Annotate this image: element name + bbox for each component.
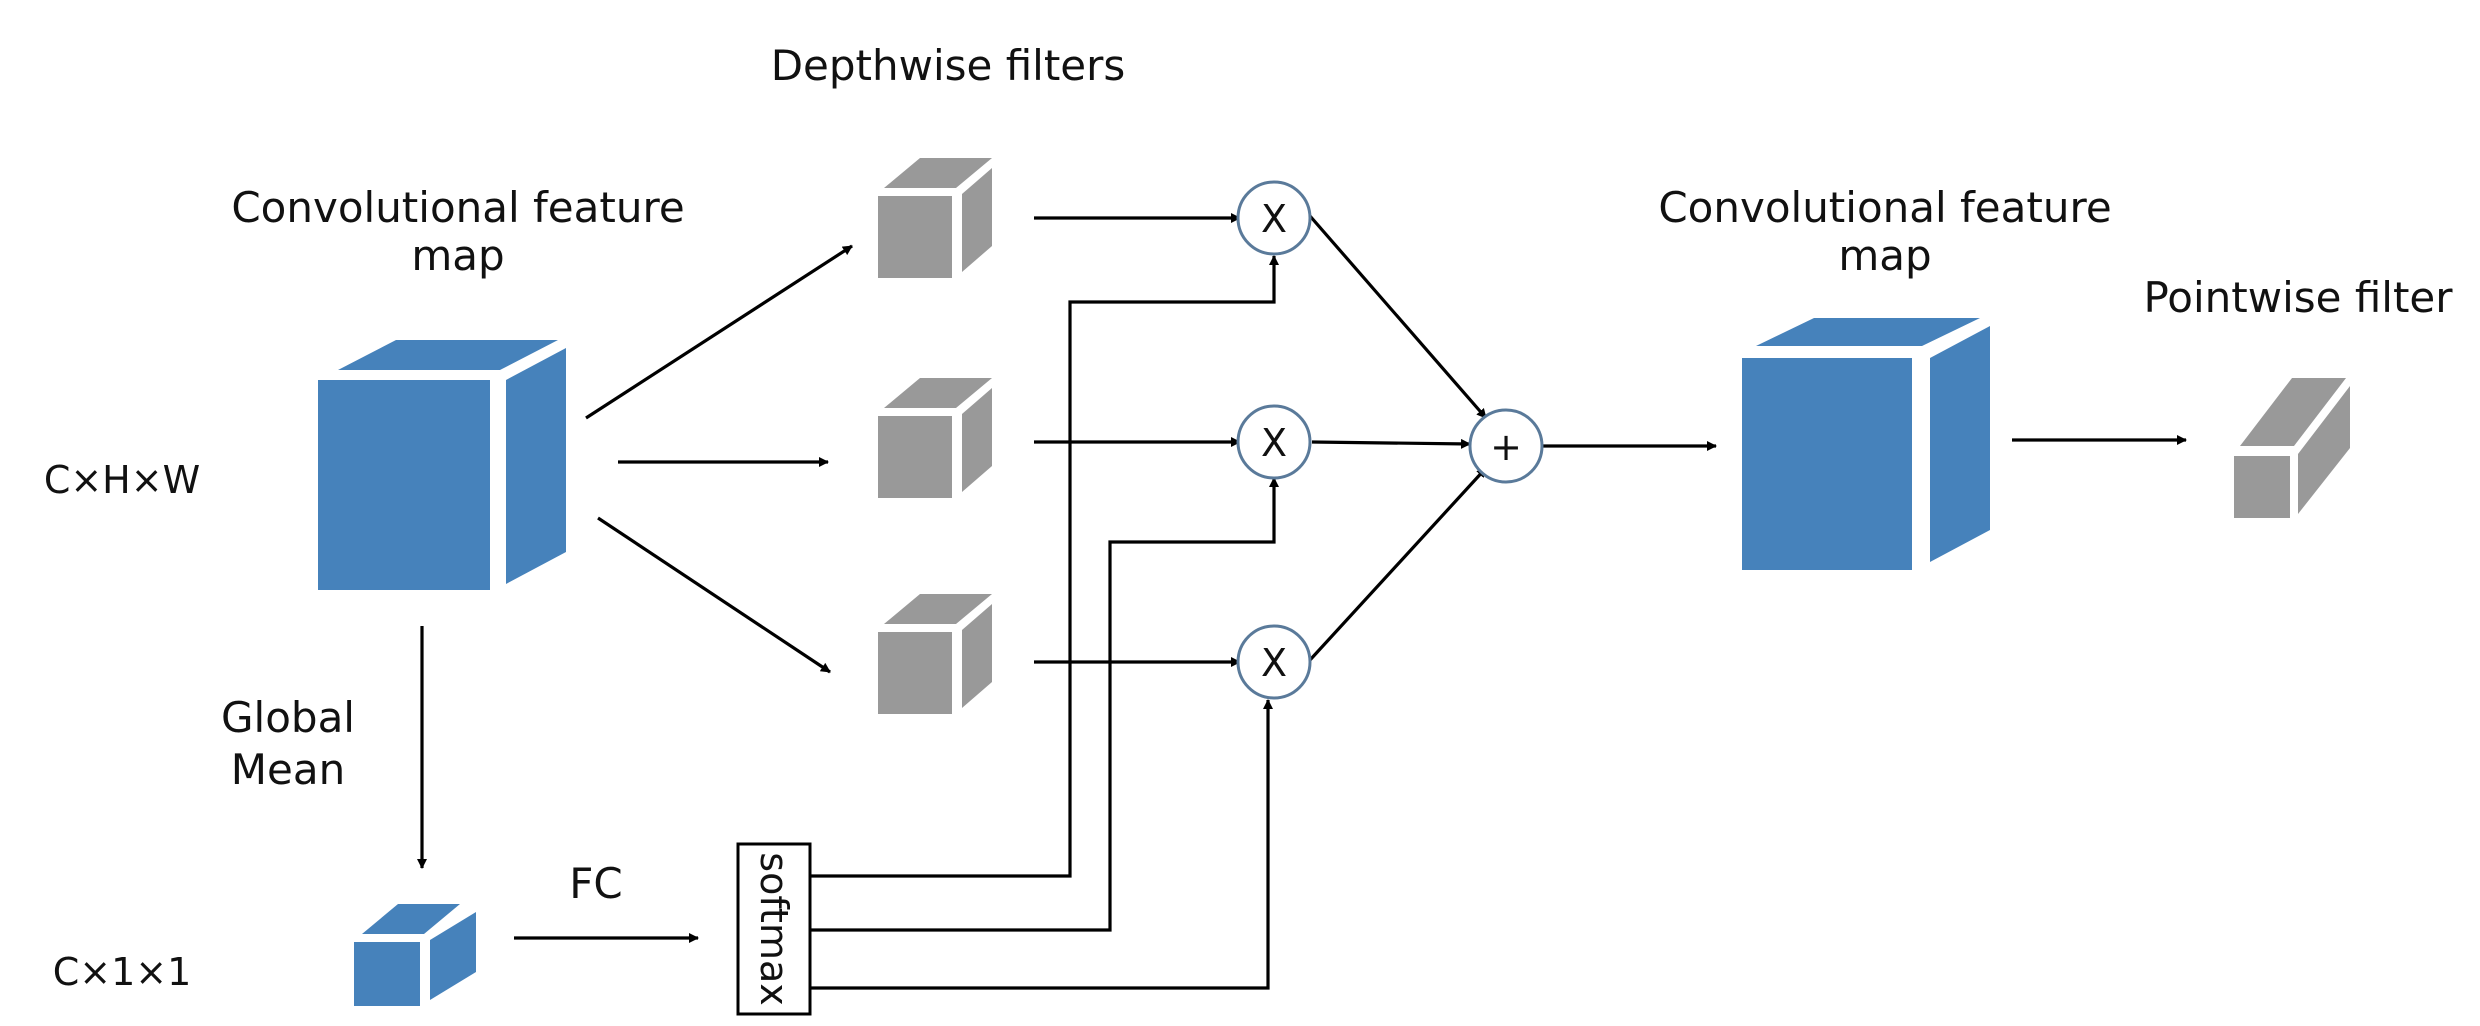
arrow-input-to-filter-3 <box>597 516 831 674</box>
global-mean-label-line1: Global <box>221 693 355 742</box>
depthwise-filter-cube-1 <box>878 158 992 278</box>
output-feature-map-title-line2: map <box>1838 231 1931 280</box>
arrow-multiply-1-to-add <box>1308 214 1488 420</box>
output-feature-map-title-line1: Convolutional feature <box>1658 183 2111 232</box>
add-symbol: + <box>1490 425 1522 469</box>
multiply-operator-3: X <box>1236 624 1312 700</box>
input-feature-map-cube <box>318 340 566 590</box>
depthwise-filter-cube-2 <box>878 378 992 498</box>
multiply-symbol: X <box>1261 197 1287 241</box>
output-feature-map-cube <box>1742 318 1990 570</box>
pooled-shape-label: C×1×1 <box>53 950 192 994</box>
arrow-multiply-2-to-add <box>1311 438 1471 449</box>
input-shape-label: C×H×W <box>44 458 200 502</box>
global-mean-label-line2: Mean <box>231 745 345 794</box>
add-operator: + <box>1468 408 1544 484</box>
input-feature-map-title-line2: map <box>411 231 504 280</box>
arrow-softmax-weight-3 <box>810 699 1273 990</box>
arrow-softmax-weight-1 <box>810 255 1279 878</box>
arrow-multiply-3-to-add <box>1308 466 1488 662</box>
input-feature-map-title-line1: Convolutional feature <box>231 183 684 232</box>
fc-label: FC <box>569 859 622 908</box>
multiply-symbol: X <box>1261 641 1287 685</box>
depthwise-filters-title: Depthwise filters <box>771 41 1126 90</box>
depthwise-filter-cube-3 <box>878 594 992 714</box>
pooled-feature-cube <box>354 904 476 1006</box>
arrow-input-to-filter-1 <box>585 244 853 420</box>
multiply-symbol: X <box>1261 421 1287 465</box>
pointwise-filter-title: Pointwise filter <box>2143 273 2453 322</box>
arrow-softmax-weight-2 <box>810 477 1279 932</box>
multiply-operator-1: X <box>1236 180 1312 256</box>
pointwise-filter-cube <box>2234 378 2350 518</box>
multiply-operator-2: X <box>1236 404 1312 480</box>
softmax-box: softmax <box>736 842 812 1016</box>
softmax-label: softmax <box>752 852 796 1005</box>
